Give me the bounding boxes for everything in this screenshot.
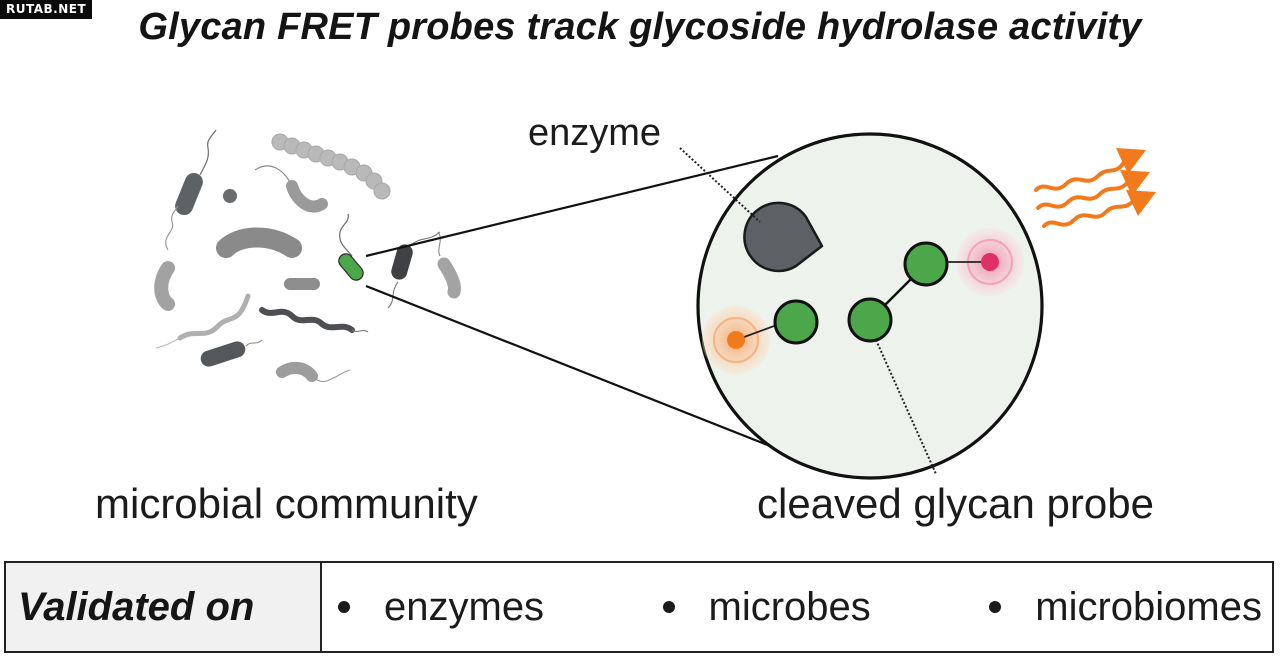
glycan-residue	[773, 299, 819, 345]
microbial-community-label: microbial community	[95, 480, 478, 527]
coccus	[223, 189, 237, 203]
cleaved-probe-label: cleaved glycan probe	[757, 480, 1154, 527]
validation-item-label: microbes	[708, 584, 871, 629]
flagellum	[245, 339, 263, 347]
bullet-icon	[338, 601, 350, 613]
validation-item: microbes	[662, 584, 871, 630]
figure-title: Glycan FRET probes track glycoside hydro…	[138, 6, 1142, 48]
validation-item-label: enzymes	[384, 584, 545, 629]
validation-item: enzymes	[338, 585, 544, 630]
validation-item-label: microbiomes	[1035, 584, 1262, 629]
donor-halo	[713, 317, 759, 363]
large-curved-rod	[216, 227, 302, 258]
flagellum	[351, 329, 369, 333]
pacman-enzyme-icon	[743, 201, 824, 273]
bullet-icon	[989, 601, 1002, 613]
flagellum	[313, 369, 351, 383]
rod-bacterium	[175, 172, 203, 216]
probe-pointer	[875, 339, 937, 475]
curved-bacterium	[276, 361, 318, 382]
flagellum	[165, 205, 179, 251]
cocci-chain	[271, 133, 391, 200]
zoom-line-bottom	[365, 284, 771, 448]
short-rod	[284, 278, 320, 290]
flagellum	[437, 231, 441, 257]
flagellum	[199, 129, 217, 176]
bullet-icon	[662, 601, 675, 613]
vibrio-body	[286, 180, 328, 213]
spirochete-light	[177, 293, 251, 341]
validation-heading: Validated on	[6, 563, 322, 651]
rod-bacterium	[200, 341, 246, 367]
validation-list: enzymes microbes microbiomes	[322, 563, 1272, 651]
vibrio	[254, 165, 291, 183]
rod-bacterium	[391, 244, 413, 280]
glycan-residue	[847, 297, 893, 343]
glycan-residue	[903, 241, 949, 287]
target-microbe	[338, 253, 364, 281]
watermark: RUTAB.NET	[0, 0, 93, 19]
fluorescence-emission-icon	[1034, 160, 1136, 228]
curved-bacterium	[437, 257, 461, 299]
diagram-canvas	[154, 129, 1156, 480]
zoom-line-top	[365, 154, 779, 258]
curved-bacterium	[154, 261, 175, 311]
microbial-community	[154, 129, 461, 383]
validation-item: microbiomes	[989, 585, 1262, 630]
donor-fluorophore	[727, 331, 745, 349]
enzyme-label: enzyme	[528, 112, 662, 154]
spirochete-dark	[259, 307, 355, 333]
emission-arrowheads	[1116, 148, 1156, 216]
flagellum	[339, 213, 353, 257]
acceptor-fluorophore	[981, 253, 999, 271]
flagellum	[155, 337, 181, 349]
validation-box: Validated on enzymes microbes microbiome…	[4, 561, 1274, 653]
